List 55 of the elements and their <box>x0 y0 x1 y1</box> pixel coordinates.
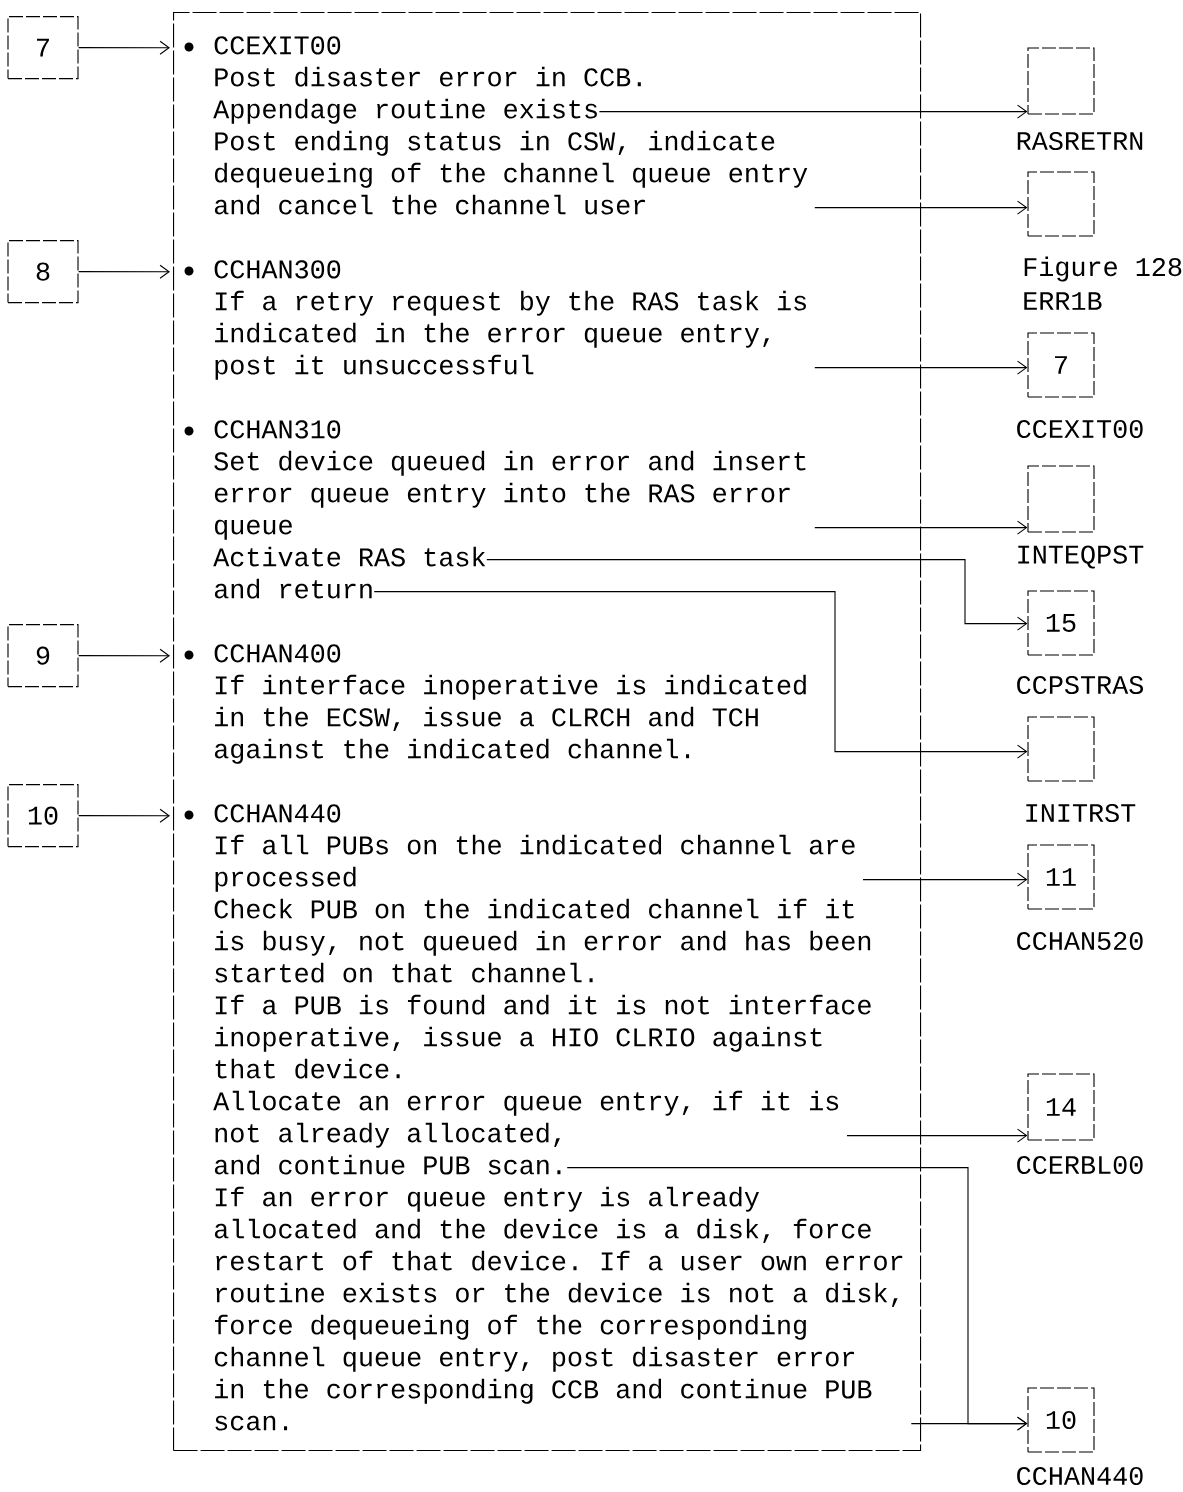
routine-name-label: CCERBL00 <box>1017 1155 1143 1175</box>
routine-name-label: INTEQPST <box>1018 545 1144 569</box>
routine-name-label: CCHAN520 <box>1017 931 1143 951</box>
reference-box <box>1027 465 1095 533</box>
arrow <box>78 40 170 55</box>
arrow <box>486 559 1028 631</box>
step-number-box: 7 <box>7 16 79 80</box>
arrow <box>910 1416 1028 1431</box>
routine-name-label: CCHAN440 <box>1017 1466 1143 1486</box>
arrow <box>846 1128 1028 1143</box>
arrow <box>78 808 170 823</box>
step-number-box: 9 <box>7 624 79 688</box>
routine-name-label: ERR1B <box>1024 292 1102 310</box>
reference-box <box>1027 171 1095 237</box>
arrow <box>598 104 1028 119</box>
reference-box: 10 <box>1027 1387 1095 1453</box>
routine-name-label: CCPSTRAS <box>1017 675 1143 695</box>
step-text: Set device queued in error and insert error queue entry into the RAS error queue <box>214 450 806 540</box>
step-number-box: 8 <box>7 240 79 304</box>
step-text: Appendage routine exists <box>213 98 597 124</box>
arrow <box>78 264 170 279</box>
arrow <box>814 360 1028 375</box>
routine-name: CCHAN440 <box>214 804 341 823</box>
arrow <box>373 591 1028 759</box>
step-text: If interface inoperative is indicated in the ECSW, issue a CLRCH and TCH against the indicated channel. <box>214 674 806 764</box>
module-frame <box>173 12 922 1452</box>
arrow <box>78 648 170 663</box>
routine-name: CCHAN310 <box>214 420 341 439</box>
routine-name: CCHAN300 <box>214 260 341 279</box>
routine-name: CCHAN400 <box>214 644 341 663</box>
routine-name: CCEXIT00 <box>214 36 341 55</box>
reference-box <box>1027 716 1095 782</box>
routine-name-label: INITRST <box>1026 803 1136 823</box>
arrow <box>814 520 1028 535</box>
routine-name-label: Figure 128 <box>1024 256 1182 282</box>
step-text: Activate RAS task <box>213 546 486 567</box>
routine-name-label: CCEXIT00 <box>1017 419 1143 439</box>
arrow <box>814 200 1028 215</box>
arrow <box>862 872 1028 887</box>
step-text: If a PUB is found and it is not interface inoperative, issue a HIO CLRIO against that device. <box>215 994 871 1079</box>
reference-box: 14 <box>1027 1073 1095 1141</box>
routine-name-label: RASRETRN <box>1017 131 1143 151</box>
reference-box: 7 <box>1027 332 1095 398</box>
step-number-box: 10 <box>7 784 79 848</box>
reference-box <box>1027 47 1095 115</box>
reference-box: 11 <box>1027 844 1095 910</box>
step-text: and return <box>214 578 372 599</box>
step-text: Post ending status in CSW, indicate dequeueing of the channel queue entry and cancel the channel user <box>214 130 808 215</box>
step-text: Post disaster error in CCB. <box>215 66 641 87</box>
step-text: If a retry request by the RAS task is indicated in the error queue entry, post it unsuccessful <box>215 290 806 380</box>
step-text: Check PUB on the indicated channel if it is busy, not queued in error and has been started on that channel. <box>214 898 871 983</box>
reference-box: 15 <box>1027 590 1095 656</box>
step-text: If all PUBs on the indicated channel are processed <box>215 834 855 892</box>
step-text: and continue PUB scan. <box>214 1154 561 1175</box>
step-text: If an error queue entry is already allocated and the device is a disk, force restart of that device. If a user own error routine exists or the device is not a disk, force dequeueing of the corresponding channel queue entry, post disaster error in the corresponding CCB and continue PUB scan. <box>214 1186 903 1431</box>
